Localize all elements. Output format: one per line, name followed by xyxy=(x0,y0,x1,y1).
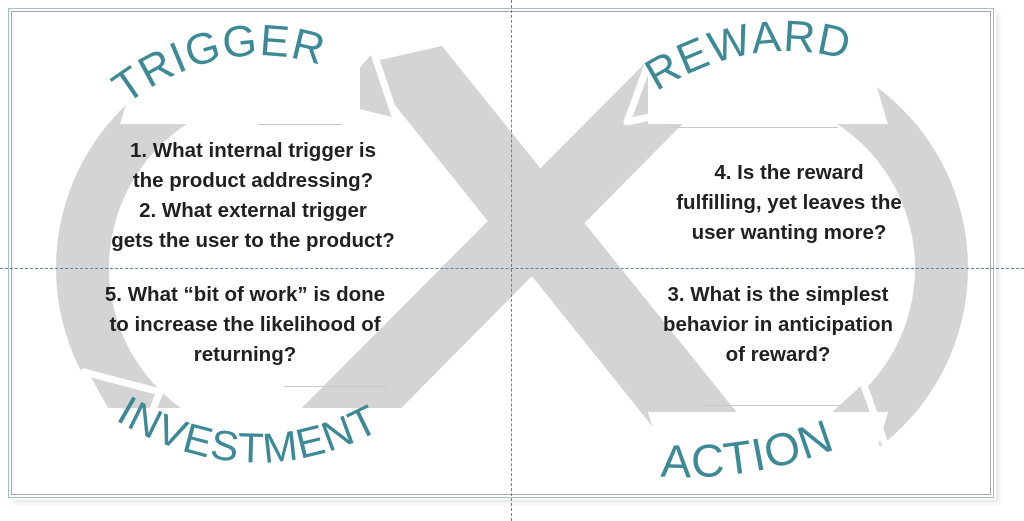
svg-text:ACTION: ACTION xyxy=(660,409,840,487)
label-investment: INVESTMENT xyxy=(110,387,384,472)
plaque-trigger xyxy=(120,12,360,124)
questions-reward: 4. Is the reward fulfilling, yet leaves … xyxy=(676,161,902,245)
svg-text:TRIGGER: TRIGGER xyxy=(104,16,331,113)
questions-investment: 5. What “bit of work” is done to increas… xyxy=(104,283,386,367)
plaque-action xyxy=(648,412,888,494)
rule-action xyxy=(704,405,842,406)
questions-trigger: 1. What internal trigger is the product … xyxy=(111,139,395,253)
rule-investment xyxy=(284,386,388,387)
label-action-text: ACTION xyxy=(660,409,839,487)
label-trigger: TRIGGER xyxy=(104,16,330,113)
plaque-investment xyxy=(106,408,406,494)
plaque-reward xyxy=(648,12,888,124)
questions-action: 3. What is the simplest behavior in anti… xyxy=(662,283,894,367)
label-reward-text: REWARD xyxy=(637,12,854,100)
label-trigger-text: TRIGGER xyxy=(104,16,330,113)
label-action: ACTION xyxy=(660,409,840,487)
rule-reward xyxy=(670,127,838,128)
svg-text:REWARD: REWARD xyxy=(637,12,855,100)
label-reward: REWARD xyxy=(637,12,854,100)
rule-trigger xyxy=(258,124,342,125)
